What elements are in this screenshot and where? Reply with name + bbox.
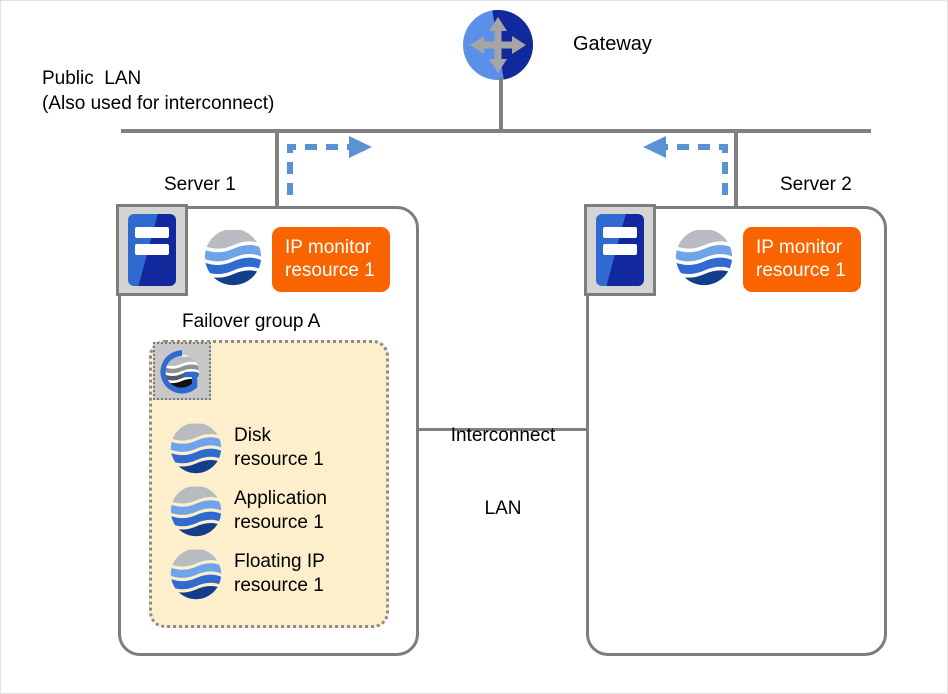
list-item[interactable]: Disk resource 1	[170, 422, 324, 474]
gateway-label: Gateway	[573, 33, 652, 55]
ip-monitor-badge-server2[interactable]: IP monitor resource 1	[743, 227, 861, 293]
server2-monitor-arrow	[643, 136, 728, 195]
server-machine-bar-1	[134, 226, 170, 238]
interconnect-lan-label-line1: Interconnect	[450, 424, 556, 446]
list-item[interactable]: Application resource 1	[170, 485, 327, 537]
server-machine-icon	[584, 204, 656, 296]
server-machine-icon	[116, 204, 188, 296]
resource-globe-icon	[170, 485, 222, 537]
gateway-router-icon	[463, 10, 533, 80]
failover-group-icon	[153, 342, 211, 400]
list-item[interactable]: Floating IP resource 1	[170, 548, 325, 600]
resource-globe-icon	[675, 228, 733, 286]
server-machine-icon-body	[596, 214, 644, 286]
ip-monitor-badge-server1[interactable]: IP monitor resource 1	[272, 227, 390, 293]
interconnect-lan-line	[419, 428, 587, 431]
resource-globe-icon	[170, 548, 222, 600]
server-machine-bar-2	[602, 244, 638, 256]
server-machine-icon-body	[128, 214, 176, 286]
server1-lan-drop-line	[275, 129, 279, 209]
failover-group-caption: Failover group A	[182, 311, 321, 332]
list-item-label: Disk resource 1	[234, 425, 324, 470]
server-machine-bar-2	[134, 244, 170, 256]
list-item-label: Application resource 1	[234, 488, 327, 533]
list-item-label: Floating IP resource 1	[234, 551, 325, 596]
gateway-drop-line	[499, 77, 503, 132]
resource-globe-icon	[204, 228, 262, 286]
server1-caption: Server 1	[164, 174, 236, 195]
server2-lan-drop-line	[734, 129, 738, 209]
server1-monitor-arrow	[287, 136, 372, 195]
public-lan-label-line2: (Also used for interconnect)	[42, 93, 275, 114]
interconnect-lan-label-line2: LAN	[484, 497, 522, 519]
interconnect-lan-label: Interconnect LAN	[419, 375, 587, 570]
public-lan-label-line1: Public LAN	[42, 68, 142, 89]
public-lan-bus-line	[121, 129, 871, 133]
server2-caption: Server 2	[780, 174, 852, 195]
resource-globe-icon	[170, 422, 222, 474]
server-machine-bar-1	[602, 226, 638, 238]
